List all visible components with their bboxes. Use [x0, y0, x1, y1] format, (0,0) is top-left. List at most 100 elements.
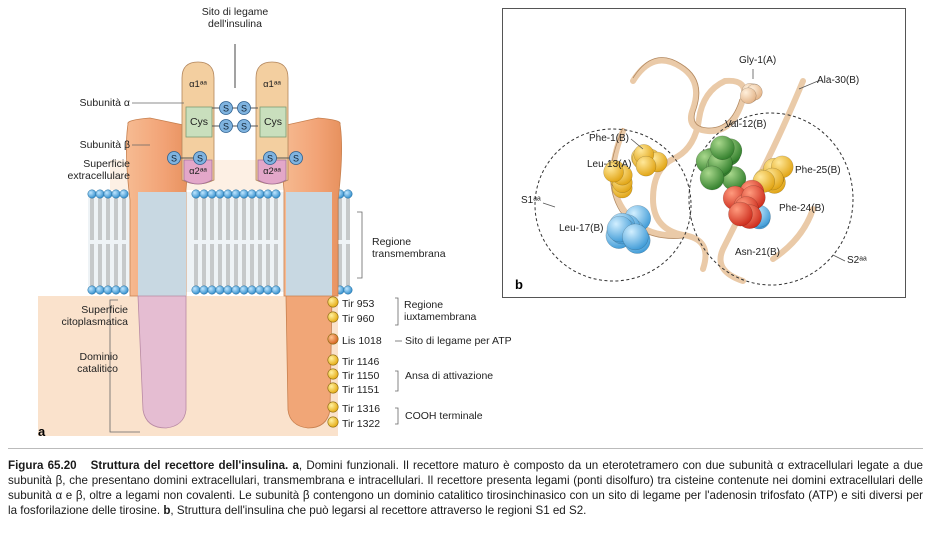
tir1322-label: Tir 1322	[342, 418, 381, 430]
phe1b-label: Phe-1(B)	[589, 133, 630, 144]
lipid-head	[271, 189, 281, 199]
beta-subunit-label: Subunità β	[79, 139, 130, 151]
sulfur-atom	[219, 101, 233, 115]
extracellular-surface-label: Superficie extracellulare	[67, 158, 130, 182]
alpha2-label-left: α2ᵃᵃ	[189, 166, 207, 177]
lipid-head	[95, 285, 105, 295]
cytoplasmic-surface-label: Superficie citoplasmatica	[61, 304, 128, 328]
beta-subunit-right	[280, 117, 342, 429]
tyrosine-residue	[327, 382, 339, 394]
lis1018-label: Lis 1018	[342, 335, 382, 347]
tir1316-label: Tir 1316	[342, 403, 381, 415]
juxtamembrane-label: Regione iuxtamembrana	[404, 299, 477, 323]
sulfur-atom	[289, 151, 303, 165]
tyrosine-residue	[327, 354, 339, 366]
alpha-subunit-right	[255, 61, 289, 185]
lipid-head	[223, 189, 233, 199]
panel-a-letter: a	[38, 424, 46, 439]
sulfur-label: S	[223, 104, 229, 114]
sulfur-label: S	[293, 154, 299, 164]
lipid-head	[239, 189, 249, 199]
alpha1-label-right: α1ᵃᵃ	[263, 79, 281, 90]
s1-label: S1ᵃᵃ	[521, 195, 541, 206]
lipid-head	[103, 189, 113, 199]
cys-label-right: Cys	[263, 116, 283, 128]
val12b-atom	[710, 135, 735, 161]
lipid-head	[231, 285, 241, 295]
leader-lines	[109, 102, 402, 433]
lipid-head	[263, 189, 273, 199]
lipid-head	[263, 285, 273, 295]
lipid-head	[239, 285, 249, 295]
activation-loop-label: Ansa di attivazione	[405, 370, 494, 382]
lipid-head	[119, 285, 129, 295]
sulfur-atom	[237, 101, 251, 115]
s1-region-circle	[534, 128, 692, 282]
sulfur-atom	[219, 119, 233, 133]
panel-b-letter: b	[515, 277, 523, 292]
lipid-head	[215, 189, 225, 199]
lipid-head	[95, 189, 105, 199]
sulfur-label: S	[241, 104, 247, 114]
ala30b-label: Ala-30(B)	[817, 75, 860, 86]
leu17b-atom	[622, 223, 649, 251]
binding-site-label: Sito di legame dell'insulina	[201, 6, 269, 30]
tir1151-label: Tir 1151	[342, 384, 380, 396]
caption-a-letter: a	[292, 459, 299, 472]
lipid-head	[215, 285, 225, 295]
sulfur-label: S	[267, 154, 273, 164]
lipid-head	[343, 189, 353, 199]
cooh-terminal-label: COOH terminale	[405, 410, 483, 422]
tyrosine-residue	[327, 311, 339, 323]
figure-number: Figura 65.20	[8, 459, 77, 472]
lipid-head	[87, 285, 97, 295]
caption-b-letter: b	[163, 504, 171, 517]
atp-site-label: Sito di legame per ATP	[405, 335, 512, 347]
sulfur-atom	[167, 151, 181, 165]
lipid-head	[255, 189, 265, 199]
sulfur-atom	[263, 151, 277, 165]
s2-label: S2ᵃᵃ	[847, 255, 867, 266]
tir1150-label: Tir 1150	[342, 370, 380, 382]
lipid-head	[199, 189, 209, 199]
s2-region-circle	[688, 112, 854, 286]
alpha-subunit-left	[181, 61, 215, 185]
tyrosine-residue	[327, 368, 339, 380]
asn21b-label: Asn-21(B)	[735, 247, 781, 258]
tir953-label: Tir 953	[342, 298, 375, 310]
figure-title: Struttura del recettore dell'insulina.	[90, 459, 289, 472]
caption-text-b: , Struttura dell'insulina che può legars…	[170, 504, 587, 517]
tyrosine-residue	[327, 416, 339, 428]
lipid-head	[207, 189, 217, 199]
lipid-head	[231, 189, 241, 199]
sulfur-label: S	[171, 154, 177, 164]
alpha1-label-left: α1ᵃᵃ	[189, 79, 207, 90]
insulin-structure-diagram	[534, 57, 854, 286]
lipid-head	[103, 285, 113, 295]
panel-b-leader-lines	[542, 69, 846, 262]
catalytic-domain-label: Dominio catalitico	[77, 351, 118, 375]
phe24b-atom	[728, 201, 753, 227]
alpha2-label-right: α2ᵃᵃ	[263, 166, 281, 177]
lipid-head	[111, 189, 121, 199]
alpha-subunit-label: Subunità α	[79, 97, 130, 109]
lipid-head	[119, 189, 129, 199]
val12b-label: Val-12(B)	[725, 119, 767, 130]
figure-caption: Figura 65.20 Struttura del recettore dell…	[8, 458, 923, 518]
lipid-head	[207, 285, 217, 295]
transmembrane-label: Regione transmembrana	[372, 236, 446, 260]
phe25b-label: Phe-25(B)	[795, 165, 841, 176]
lipid-head	[247, 285, 257, 295]
sulfur-label: S	[197, 154, 203, 164]
gly1a-atom	[739, 87, 757, 104]
lysine-residue	[327, 333, 339, 345]
sulfur-atom	[193, 151, 207, 165]
caption-rule	[8, 448, 923, 449]
val12b-atom	[699, 165, 725, 191]
tir1146-label: Tir 1146	[342, 356, 380, 368]
phe1b-atom	[635, 155, 657, 177]
insulin-structure-panel: Gly-1(A) Ala-30(B) Phe-1(B) Val-12(B) Le…	[502, 8, 906, 298]
lipid-head	[247, 189, 257, 199]
caption-text-a: , Domini funzionali. Il recettore maturo…	[8, 459, 923, 517]
tyrosine-residue	[327, 401, 339, 413]
